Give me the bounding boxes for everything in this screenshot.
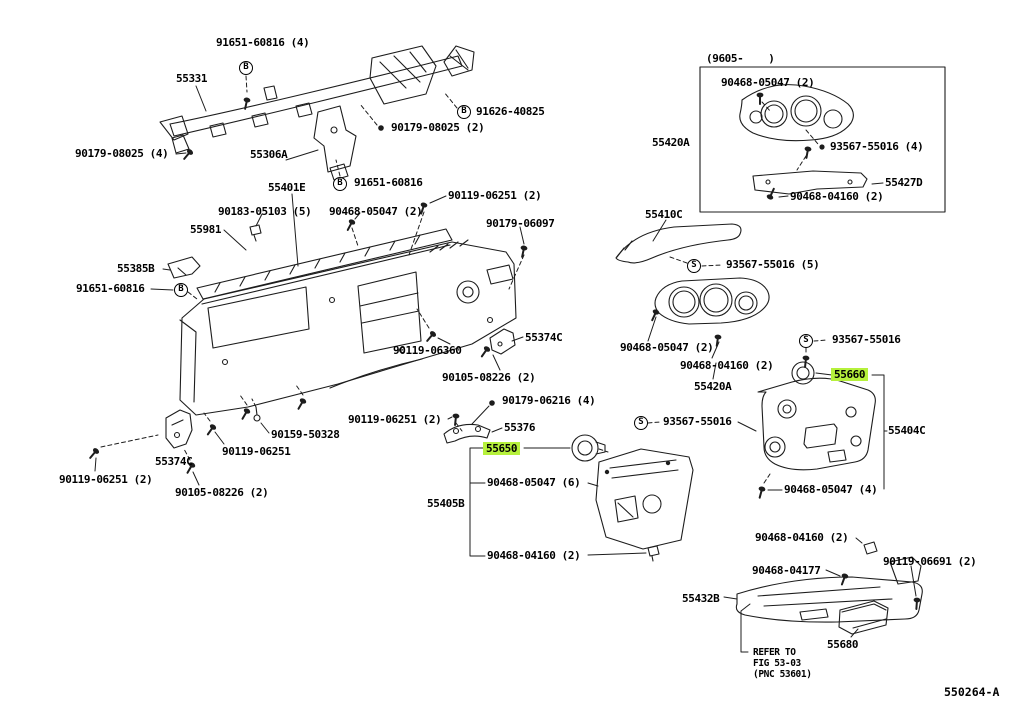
- hood-55410C-art: [615, 223, 742, 264]
- part-label-55376: 55376: [504, 421, 536, 434]
- part-label-90119-06691-2: 90119-06691 (2): [883, 555, 977, 568]
- part-label-55331: 55331: [176, 72, 208, 85]
- part-label-90105-08226-2-a: 90105-08226 (2): [442, 371, 536, 384]
- part-label-90468-04160-2-a: 90468-04160 (2): [790, 190, 884, 203]
- part-label-55385B: 55385B: [117, 262, 155, 275]
- part-label-90183-05103-5: 90183-05103 (5): [218, 205, 312, 218]
- bolt-symbol-icon: B: [239, 61, 253, 75]
- bolt-symbol-icon: B: [174, 283, 188, 297]
- part-label-90119-06251-2-a: 90119-06251 (2): [448, 189, 542, 202]
- part-label-55420A-top: 55420A: [652, 136, 690, 149]
- part-label-91651-60816-c: 91651-60816: [76, 282, 145, 295]
- part-label-93567-55016-4: 93567-55016 (4): [830, 140, 924, 153]
- refer-note-line-3: (PNC 53601): [753, 669, 812, 680]
- defroster-strip-art: [196, 228, 453, 305]
- part-label-55374C-left: 55374C: [155, 455, 193, 468]
- part-label-90119-06251-2-c: 90119-06251 (2): [59, 473, 153, 486]
- part-label-55404C: 55404C: [888, 424, 926, 437]
- part-label-93567-55016-a: 93567-55016: [832, 333, 901, 346]
- date-range-label: (9605- ): [706, 52, 775, 65]
- dashed-lines: [100, 75, 828, 484]
- part-label-93567-55016-b: 93567-55016: [663, 415, 732, 428]
- part-label-55432B: 55432B: [682, 592, 720, 605]
- part-label-90159-50328: 90159-50328: [271, 428, 340, 441]
- part-label-55660-highlighted[interactable]: 55660: [831, 368, 869, 381]
- bracket-55374C-right-art: [489, 328, 516, 355]
- trim-55432B-art: [735, 541, 923, 623]
- part-label-91651-60816-4: 91651-60816 (4): [216, 36, 310, 49]
- part-label-55306A: 55306A: [250, 148, 288, 161]
- part-label-90105-08226-2-b: 90105-08226 (2): [175, 486, 269, 499]
- part-label-55981: 55981: [190, 223, 222, 236]
- bracket-55306A-art: [313, 105, 357, 181]
- screw-symbol-icon: S: [634, 416, 648, 430]
- part-label-90468-05047-2-b: 90468-05047 (2): [721, 76, 815, 89]
- part-label-55374C-right: 55374C: [525, 331, 563, 344]
- part-label-90119-06360: 90119-06360: [393, 344, 462, 357]
- screw-symbol-icon: S: [799, 334, 813, 348]
- part-label-90468-04160-2-c: 90468-04160 (2): [755, 531, 849, 544]
- cowl-bracket-art: [369, 45, 437, 105]
- part-label-55420A-bottom: 55420A: [694, 380, 732, 393]
- knob-55660-art: [791, 361, 815, 385]
- panel-55404C-art: [757, 377, 876, 471]
- part-label-90468-05047-6: 90468-05047 (6): [487, 476, 581, 489]
- bracket-55376-art: [443, 423, 491, 444]
- part-label-90179-08025-2: 90179-08025 (2): [391, 121, 485, 134]
- box-9605-art: [699, 66, 946, 213]
- figure-code: 550264-A: [944, 685, 1000, 699]
- part-label-55401E: 55401E: [268, 181, 306, 194]
- part-label-55680: 55680: [827, 638, 859, 651]
- knob-55650-art: [571, 434, 606, 462]
- part-label-90468-05047-2-a: 90468-05047 (2): [329, 205, 423, 218]
- bolt-symbol-icon: B: [333, 177, 347, 191]
- panel-55405B-art: [595, 448, 694, 550]
- clip-55385B-art: [167, 256, 201, 279]
- part-label-55427D: 55427D: [885, 176, 923, 189]
- instrument-panel-art: [179, 239, 517, 416]
- cluster-55420A-art: [654, 277, 770, 325]
- part-label-93567-55016-5: 93567-55016 (5): [726, 258, 820, 271]
- refer-note-line-2: FIG 53-03: [753, 658, 801, 669]
- screw-symbol-icon: S: [687, 259, 701, 273]
- part-label-55405B: 55405B: [427, 497, 465, 510]
- box-55680-art: [838, 600, 889, 635]
- clips-art: [249, 224, 660, 562]
- refer-note-line-1: REFER TO: [753, 647, 796, 658]
- part-label-90119-06251-2-b: 90119-06251 (2): [348, 413, 442, 426]
- part-label-90119-06251: 90119-06251: [222, 445, 291, 458]
- bracket-55374C-left-art: [165, 409, 193, 449]
- part-label-90468-04177: 90468-04177: [752, 564, 821, 577]
- part-label-90179-06097: 90179-06097: [486, 217, 555, 230]
- bolt-symbol-icon: B: [457, 105, 471, 119]
- leader-lines: [94, 85, 917, 653]
- part-label-91626-40825: 91626-40825: [476, 105, 545, 118]
- part-label-90179-06216-4: 90179-06216 (4): [502, 394, 596, 407]
- part-label-90468-04160-2-b: 90468-04160 (2): [680, 359, 774, 372]
- part-label-91651-60816-b: 91651-60816: [354, 176, 423, 189]
- part-label-90468-04160-2-d: 90468-04160 (2): [487, 549, 581, 562]
- part-label-90468-05047-2-c: 90468-05047 (2): [620, 341, 714, 354]
- part-label-90179-08025-4: 90179-08025 (4): [75, 147, 169, 160]
- beam-55331-art: [159, 45, 475, 154]
- part-label-55410C: 55410C: [645, 208, 683, 221]
- part-label-90468-05047-4: 90468-05047 (4): [784, 483, 878, 496]
- part-label-55650-highlighted[interactable]: 55650: [483, 442, 521, 455]
- screws-art: [86, 92, 922, 611]
